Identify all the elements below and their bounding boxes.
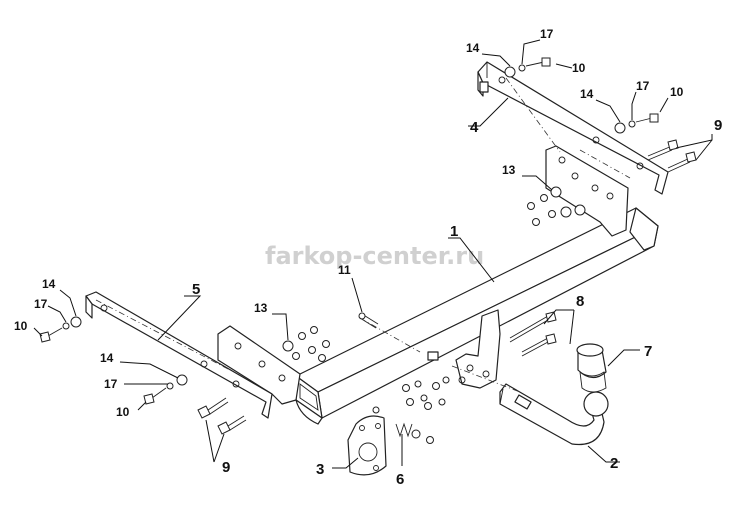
center-bolt bbox=[358, 312, 379, 329]
left-mounting-bracket bbox=[85, 291, 273, 419]
label-part-10-top-2: 10 bbox=[670, 85, 684, 99]
label-part-8: 8 bbox=[576, 293, 584, 310]
right-mounting-bracket bbox=[477, 61, 669, 195]
leader-lines bbox=[33, 39, 713, 469]
socket-mounting-plate bbox=[347, 415, 387, 476]
label-part-17-top-2: 17 bbox=[636, 79, 650, 93]
part-labels: 1 2 3 4 5 6 7 8 9 9 10 10 10 10 11 13 13… bbox=[14, 27, 722, 488]
left-fasteners bbox=[39, 316, 188, 405]
label-part-9-right: 9 bbox=[714, 117, 722, 134]
label-part-2: 2 bbox=[610, 455, 618, 472]
right-nuts-washers bbox=[527, 186, 586, 226]
label-part-9-left: 9 bbox=[222, 459, 230, 476]
left-side-bolts bbox=[197, 397, 247, 435]
label-part-10-left-2: 10 bbox=[116, 405, 130, 419]
left-nuts-washers bbox=[282, 326, 330, 362]
label-part-6: 6 bbox=[396, 471, 404, 488]
spring-and-nut bbox=[372, 406, 434, 444]
label-part-1: 1 bbox=[450, 223, 458, 240]
label-part-17-left: 17 bbox=[34, 297, 48, 311]
label-part-10-left: 10 bbox=[14, 319, 28, 333]
hitch-nuts-washers bbox=[402, 376, 450, 410]
watermark: farkop-center.ru bbox=[265, 242, 484, 270]
top-right-fasteners bbox=[504, 57, 659, 134]
label-part-17-left-2: 17 bbox=[104, 377, 118, 391]
label-part-11: 11 bbox=[338, 263, 351, 277]
label-part-14-top: 14 bbox=[466, 41, 480, 55]
ball-cover-cap bbox=[576, 343, 607, 393]
label-part-17-top: 17 bbox=[540, 27, 554, 41]
main-cross-beam bbox=[217, 145, 659, 425]
tow-ball-neck bbox=[499, 383, 609, 446]
label-part-3: 3 bbox=[316, 461, 324, 478]
label-part-14-top-2: 14 bbox=[580, 87, 594, 101]
label-part-13-right: 13 bbox=[502, 163, 516, 177]
right-side-bolts bbox=[647, 139, 697, 173]
assembly-centre-lines bbox=[95, 77, 631, 393]
label-part-4: 4 bbox=[470, 119, 479, 136]
label-part-10-top: 10 bbox=[572, 61, 586, 75]
label-part-14-left: 14 bbox=[42, 277, 56, 291]
label-part-13-left: 13 bbox=[254, 301, 268, 315]
label-part-5: 5 bbox=[192, 281, 200, 298]
label-part-14-left-2: 14 bbox=[100, 351, 114, 365]
label-part-7: 7 bbox=[644, 343, 652, 360]
